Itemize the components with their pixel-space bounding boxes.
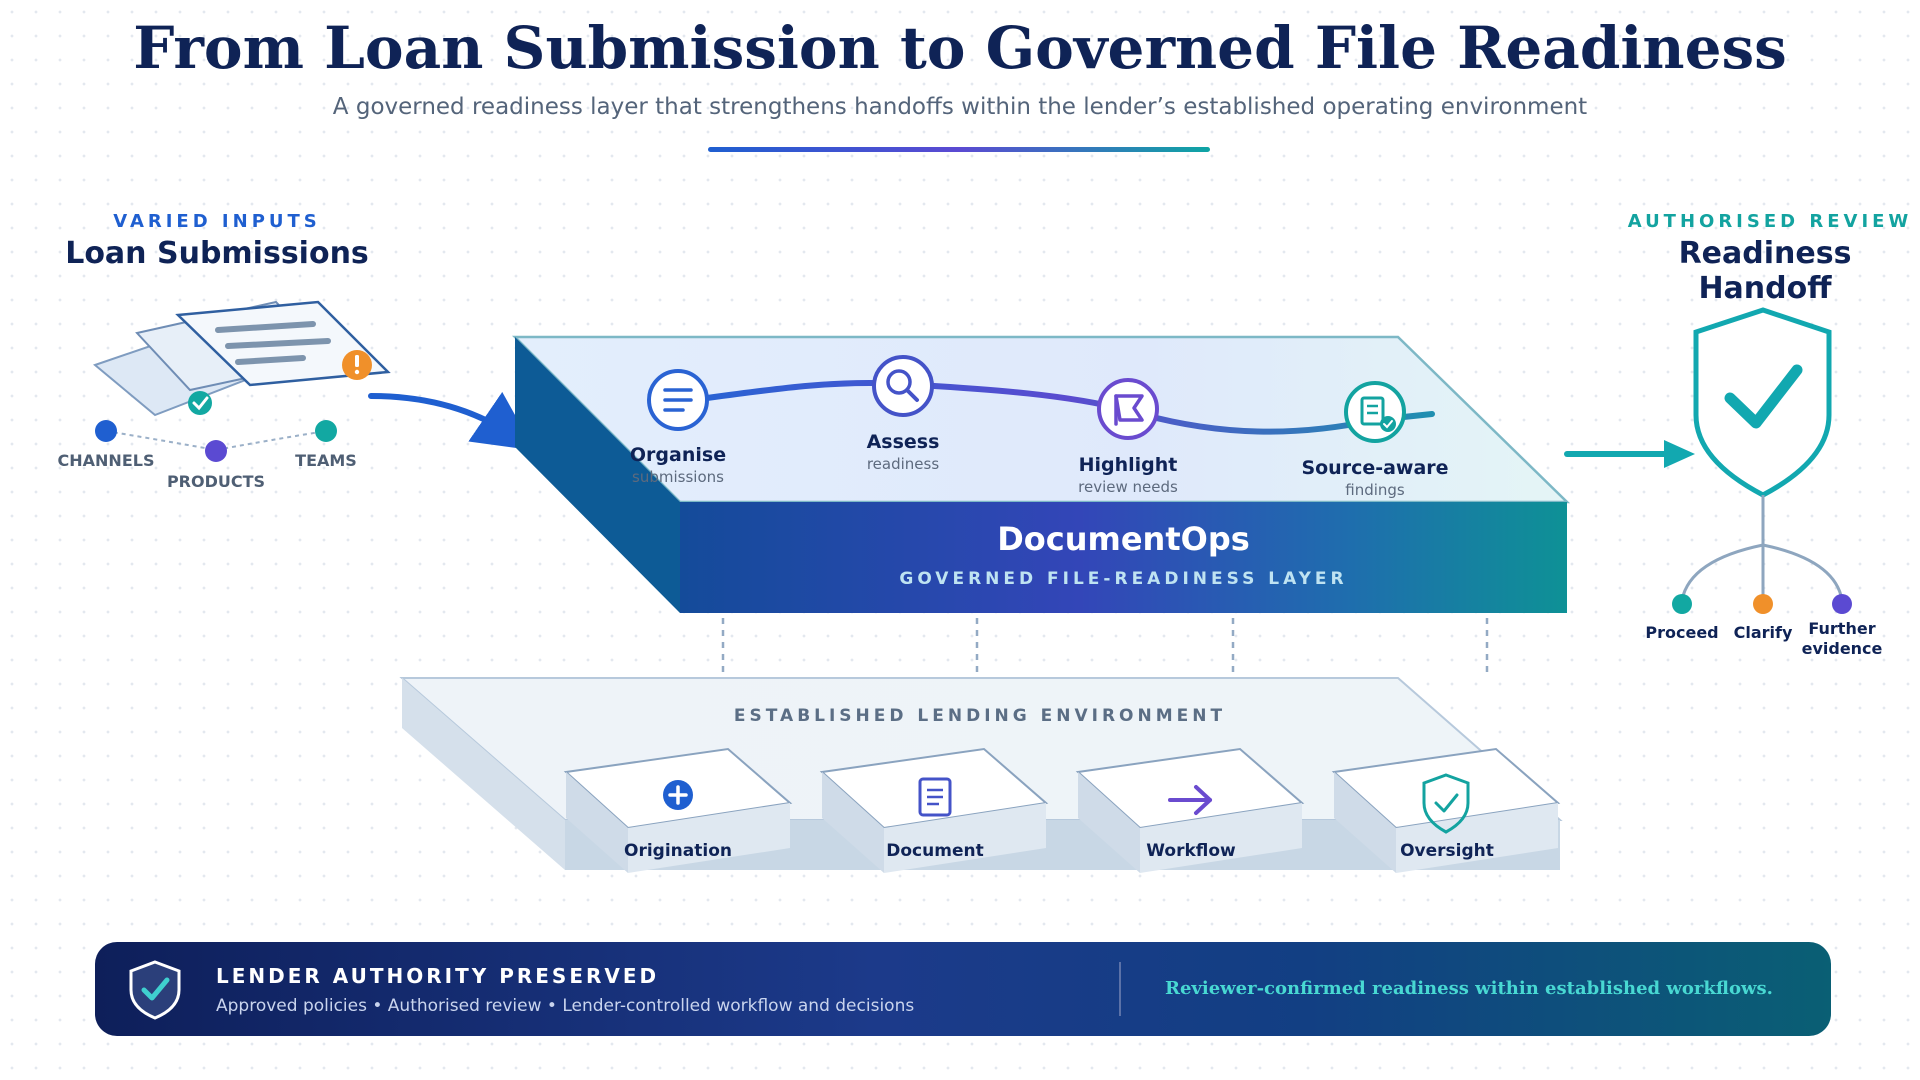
input-arrow	[368, 391, 535, 451]
teams-node	[315, 420, 337, 442]
environment-label: ESTABLISHED LENDING ENVIRONMENT	[733, 706, 1227, 726]
process-path	[704, 379, 1435, 435]
handoff-title: Readiness Handoff	[1678, 236, 1852, 306]
arrow-right-icon	[1168, 785, 1212, 815]
warning-badge-icon	[342, 350, 372, 380]
stage-subtitle: findings	[1345, 481, 1405, 499]
document-check-icon	[1344, 381, 1406, 443]
module-label-workflow: Workflow	[1146, 841, 1236, 861]
banner-divider	[1119, 962, 1121, 1016]
title-divider	[708, 147, 1210, 152]
banner-title: LENDER AUTHORITY PRESERVED	[216, 964, 660, 988]
channels-label: CHANNELS	[57, 451, 155, 470]
outcome-proceed-label: Proceed	[1645, 623, 1719, 642]
banner-tagline: Reviewer-confirmed readiness within esta…	[1165, 978, 1773, 999]
page-title: From Loan Submission to Governed File Re…	[133, 14, 1787, 82]
platform-name: DocumentOps	[997, 520, 1250, 558]
input-node-connector	[105, 430, 327, 452]
module-label-document: Document	[886, 841, 984, 861]
products-node	[205, 440, 227, 462]
magnifier-icon	[872, 355, 934, 417]
products-label: PRODUCTS	[166, 472, 266, 491]
shield-check-large-icon	[1693, 307, 1832, 498]
inputs-title: Loan Submissions	[65, 236, 369, 271]
stage-title: Organise	[629, 444, 727, 466]
module-label-origination: Origination	[624, 841, 732, 861]
outcome-tree	[1680, 495, 1844, 601]
list-icon	[647, 369, 709, 431]
handoff-eyebrow: AUTHORISED REVIEW	[1627, 211, 1913, 232]
module-box-document	[819, 747, 1049, 873]
module-box-workflow	[1075, 747, 1305, 873]
authority-banner: LENDER AUTHORITY PRESERVED Approved poli…	[95, 942, 1831, 1036]
stage-subtitle: submissions	[632, 468, 724, 486]
flag-icon	[1097, 378, 1159, 440]
loan-papers-icon	[92, 300, 391, 417]
proceed-node	[1672, 594, 1692, 614]
plus-circle-icon	[663, 780, 693, 810]
document-icon	[918, 777, 952, 817]
documentops-platform	[511, 335, 1571, 613]
further-evidence-node	[1832, 594, 1852, 614]
stage-subtitle: readiness	[866, 455, 940, 473]
shield-check-icon	[1422, 773, 1470, 834]
clarify-node	[1753, 594, 1773, 614]
teams-label: TEAMS	[295, 451, 357, 470]
outcome-further-evidence-label: Further evidence	[1801, 619, 1883, 658]
outcome-clarify-label: Clarify	[1733, 623, 1793, 642]
page-subtitle: A governed readiness layer that strength…	[332, 94, 1588, 120]
stage-title: Assess	[866, 431, 940, 453]
handoff-arrowhead	[1664, 440, 1695, 468]
shield-check-banner-icon	[129, 960, 181, 1020]
inputs-eyebrow: VARIED INPUTS	[113, 211, 321, 232]
channels-node	[95, 420, 117, 442]
banner-subtitle: Approved policies • Authorised review • …	[216, 996, 915, 1016]
module-box-oversight	[1331, 747, 1561, 873]
platform-tagline: GOVERNED FILE-READINESS LAYER	[899, 569, 1348, 589]
stage-title: Source-aware	[1301, 457, 1449, 479]
module-label-oversight: Oversight	[1400, 841, 1494, 861]
stage-title: Highlight	[1078, 454, 1178, 476]
stage-subtitle: review needs	[1078, 478, 1178, 496]
layer-connectors	[721, 618, 1489, 676]
